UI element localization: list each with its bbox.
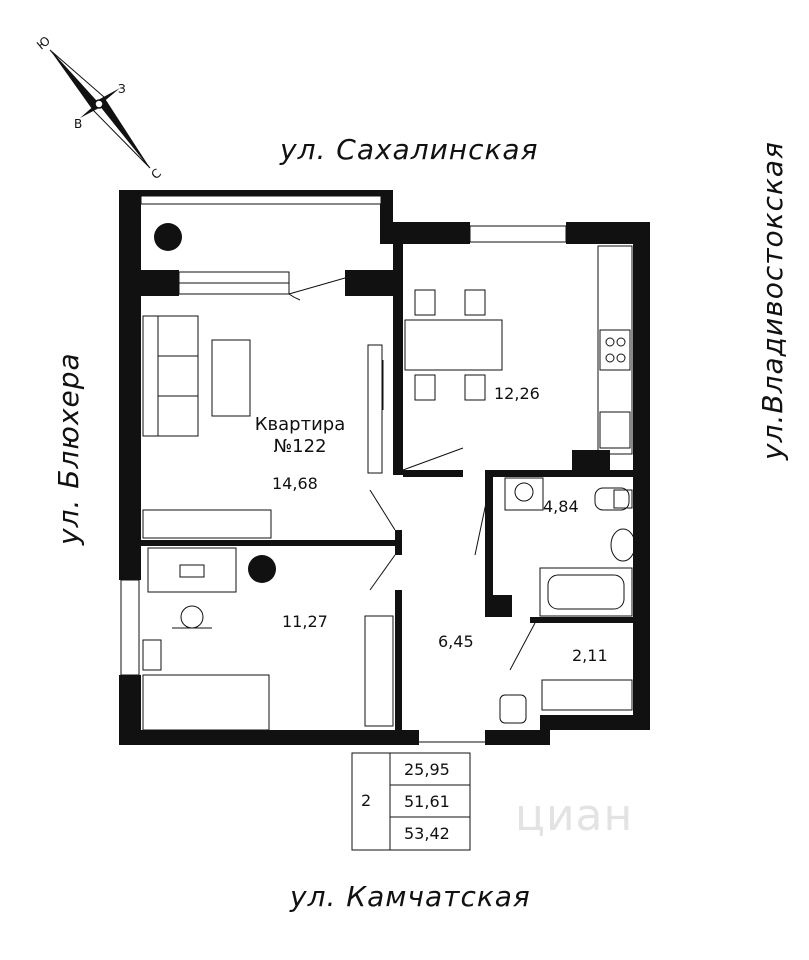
- street-bottom: ул. Камчатская: [290, 880, 531, 913]
- plant-icon: [154, 223, 276, 583]
- area-table-frame: [351, 752, 471, 851]
- room-area-wc: 2,11: [572, 646, 608, 665]
- compass-icon: [49, 49, 151, 169]
- street-right: ул.Владивостокская: [756, 141, 789, 460]
- apartment-title-label: Квартира: [254, 414, 346, 435]
- street-left: ул. Блюхера: [52, 352, 85, 545]
- room-area-living: 14,68: [272, 474, 318, 493]
- compass-east-label: В: [74, 117, 83, 131]
- total-area-with-balcony: 53,42: [404, 824, 450, 843]
- watermark: циан: [515, 790, 634, 841]
- apartment-title: Квартира №122: [242, 414, 358, 458]
- compass-west-label: З: [118, 82, 126, 96]
- living-area: 25,95: [404, 760, 450, 779]
- street-top: ул. Сахалинская: [280, 133, 539, 166]
- room-area-bedroom: 11,27: [282, 612, 328, 631]
- room-area-hall: 6,45: [438, 632, 474, 651]
- room-area-bathroom: 4,84: [543, 497, 579, 516]
- area-summary-table: 2 25,95 51,61 53,42: [352, 753, 470, 850]
- rooms-count: 2: [361, 791, 372, 810]
- room-area-kitchen: 12,26: [494, 384, 540, 403]
- doors: [288, 277, 536, 671]
- furniture: [142, 245, 636, 731]
- total-area: 51,61: [404, 792, 450, 811]
- windows: [120, 195, 567, 676]
- apartment-number: №122: [273, 436, 327, 457]
